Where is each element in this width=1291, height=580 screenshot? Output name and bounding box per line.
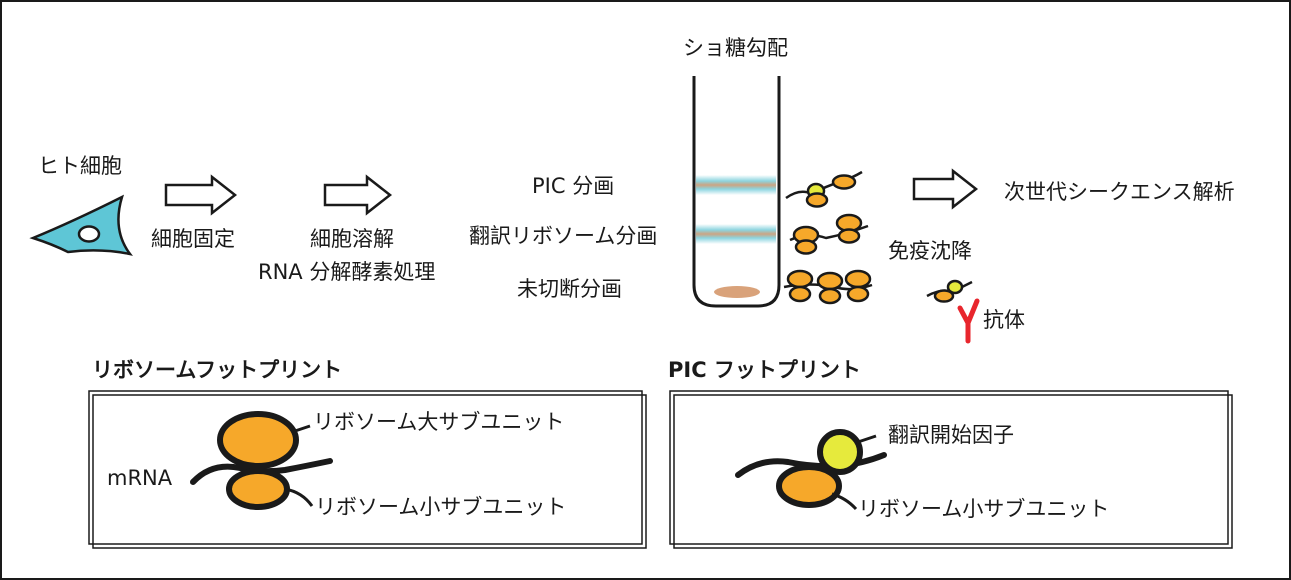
pic-fraction-complexes xyxy=(785,170,863,208)
centrifuge-tube xyxy=(692,76,781,308)
pellet xyxy=(714,286,760,298)
initiation-factor-label: 翻訳開始因子 xyxy=(888,423,1014,447)
cell-fixation-label: 細胞固定 xyxy=(151,227,235,251)
initiation-factor-shape xyxy=(817,429,863,475)
polysome-complexes xyxy=(783,269,873,305)
uncut-fraction-label: 未切断分画 xyxy=(517,277,622,301)
pic-footprint-drawing xyxy=(735,429,887,511)
translating-ribosome-complexes xyxy=(789,213,869,255)
sucrose-gradient-label: ショ糖勾配 xyxy=(683,36,788,60)
small-subunit-label: リボソーム小サブユニット xyxy=(315,495,566,519)
cell-lysis-label: 細胞溶解 xyxy=(310,227,394,251)
mrna-label: mRNA xyxy=(107,466,173,490)
pic-band xyxy=(696,175,776,195)
ip-pic-complex xyxy=(926,279,973,303)
next-gen-sequencing-label: 次世代シークエンス解析 xyxy=(1004,180,1235,204)
pic-small-subunit-shape xyxy=(776,464,842,508)
ribosome-footprint-drawing xyxy=(190,411,333,510)
antibody-icon xyxy=(957,298,980,344)
large-subunit-shape xyxy=(217,411,299,469)
ribosome-footprint-panel xyxy=(88,390,647,549)
ribosome-band xyxy=(696,224,776,244)
pic-footprint-panel xyxy=(669,390,1233,549)
arrow-2-icon xyxy=(323,174,393,216)
ribosome-footprint-title: リボソームフットプリント xyxy=(92,358,342,382)
antibody-label: 抗体 xyxy=(983,308,1025,332)
rnase-treatment-label: RNA 分解酵素処理 xyxy=(258,260,435,284)
immunoprecipitation-label: 免疫沈降 xyxy=(888,239,972,263)
large-subunit-label: リボソーム大サブユニット xyxy=(313,410,564,434)
arrow-1-icon xyxy=(164,174,238,216)
cell-icon xyxy=(29,194,133,256)
small-subunit-shape xyxy=(226,468,290,510)
pic-footprint-title: PIC フットプリント xyxy=(668,358,861,382)
pic-small-subunit-label: リボソーム小サブユニット xyxy=(858,497,1109,521)
pic-fraction-label: PIC 分画 xyxy=(532,174,614,198)
arrow-3-icon xyxy=(912,168,979,210)
human-cells-label: ヒト細胞 xyxy=(38,154,122,178)
translating-ribosome-fraction-label: 翻訳リボソーム分画 xyxy=(469,224,657,248)
